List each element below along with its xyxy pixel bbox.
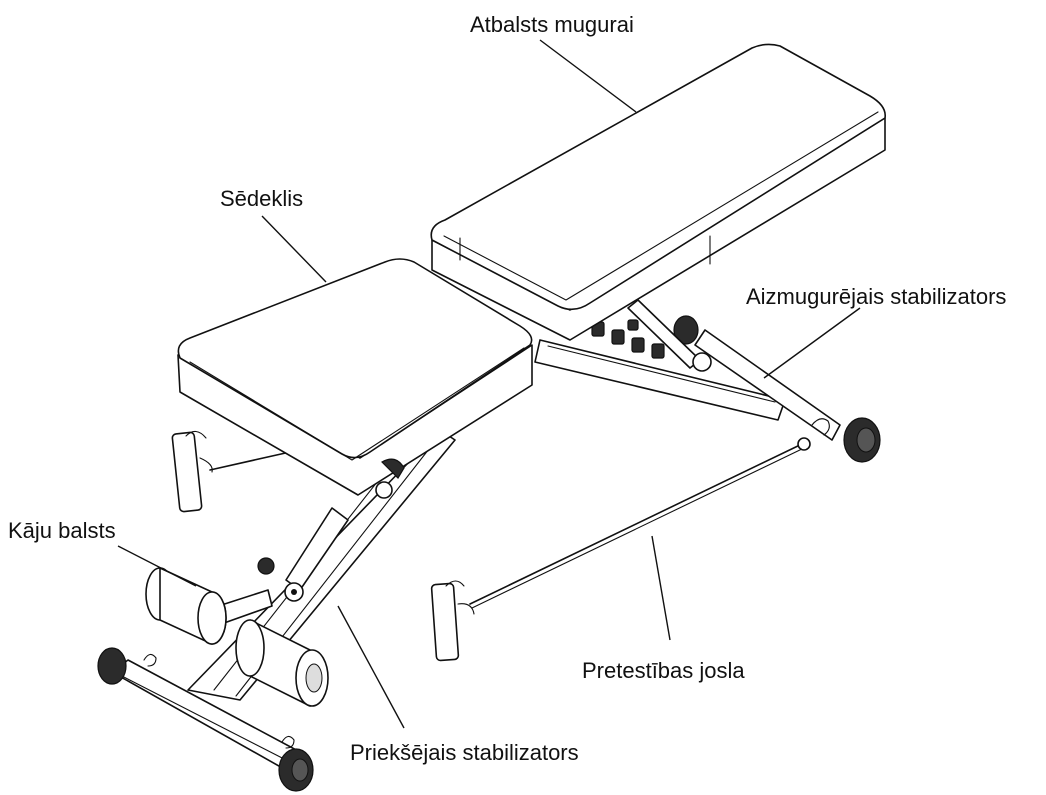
label-seat: Sēdeklis (220, 186, 304, 211)
resistance-band (430, 437, 811, 662)
leader-leg-support (117, 545, 197, 587)
leader-back-support (539, 39, 637, 113)
leader-seat (261, 215, 327, 283)
leader-front-stabilizer (337, 605, 405, 729)
leg-support (145, 557, 329, 707)
label-leg-support: Kāju balsts (8, 518, 116, 543)
front-stabilizer (97, 647, 314, 792)
leader-resistance-band (651, 535, 671, 641)
backrest-pad (430, 43, 887, 341)
label-back-support: Atbalsts mugurai (470, 12, 634, 37)
left-band-handle (171, 430, 291, 513)
label-resistance-band: Pretestības josla (582, 658, 745, 683)
seat-pad (177, 258, 533, 499)
label-front-stabilizer: Priekšējais stabilizators (350, 740, 579, 765)
leader-rear-stabilizer (763, 307, 861, 379)
rear-stabilizer (534, 315, 881, 463)
label-rear-stabilizer: Aizmugurējais stabilizators (746, 284, 1007, 309)
